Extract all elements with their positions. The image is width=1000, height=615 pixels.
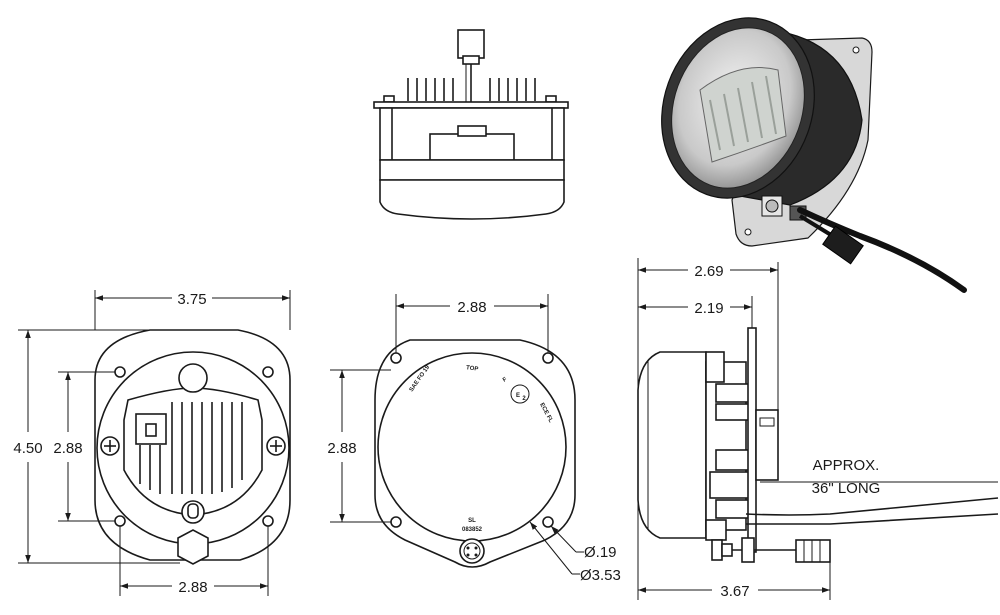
marking-sl: SL	[468, 518, 476, 524]
dim-front-bottom-width-label: 2.88	[178, 579, 207, 596]
dim-back-top-width-label: 2.88	[457, 299, 486, 316]
dim-back-height-label: 2.88	[327, 440, 356, 457]
dim-front-width: 3.75	[94, 290, 291, 330]
adjuster-left	[100, 436, 120, 456]
marking-part-number: 083852	[462, 527, 483, 533]
dim-front-bottom-width: 2.88	[119, 526, 269, 596]
heatsink-fins-front	[139, 402, 243, 494]
marking-top: TOP	[466, 365, 479, 373]
back-view: TOP SAE FO 19 E 2 F ECE FL SL 083852	[374, 339, 576, 568]
dim-front-width-label: 3.75	[177, 291, 206, 308]
marking-ece-code: ECE FL	[538, 402, 553, 424]
dim-back-height: 2.88	[327, 369, 391, 523]
front-view	[94, 329, 291, 565]
leader-lens-dia: Ø3.53	[529, 521, 621, 584]
product-render	[661, 17, 967, 293]
leader-hole-dia: Ø.19	[550, 525, 617, 561]
dim-side-bottom-width: 3.67	[638, 562, 831, 600]
heatsink-pins	[383, 78, 557, 103]
dim-side-depth-total-label: 2.69	[694, 263, 723, 280]
dim-front-inner-height: 2.88	[53, 371, 115, 522]
marking-ece: E	[516, 393, 520, 399]
dim-front-height: 4.50	[13, 329, 180, 564]
dim-side-depth-housing: 2.19	[638, 296, 753, 328]
dim-side-bottom-width-label: 3.67	[720, 583, 749, 600]
adjuster-right	[266, 436, 286, 456]
cable-note-line1: APPROX.	[813, 457, 880, 474]
dim-hole-dia-label: Ø.19	[584, 544, 617, 561]
top-view	[373, 29, 569, 220]
svg-text:F: F	[502, 377, 508, 384]
dim-lens-dia-label: Ø3.53	[580, 567, 621, 584]
dim-side-depth-housing-label: 2.19	[694, 300, 723, 317]
side-view: APPROX. 36" LONG	[637, 327, 999, 563]
cable-note-line2: 36" LONG	[812, 480, 881, 497]
ece-logo: E 2 F	[502, 377, 530, 404]
dim-side-depth-total: 2.69	[637, 258, 779, 600]
dim-back-top-width: 2.88	[395, 294, 549, 353]
marking-ece-number: 2	[522, 396, 526, 402]
dim-front-inner-height-label: 2.88	[53, 440, 82, 457]
dim-front-height-label: 4.50	[13, 440, 42, 457]
